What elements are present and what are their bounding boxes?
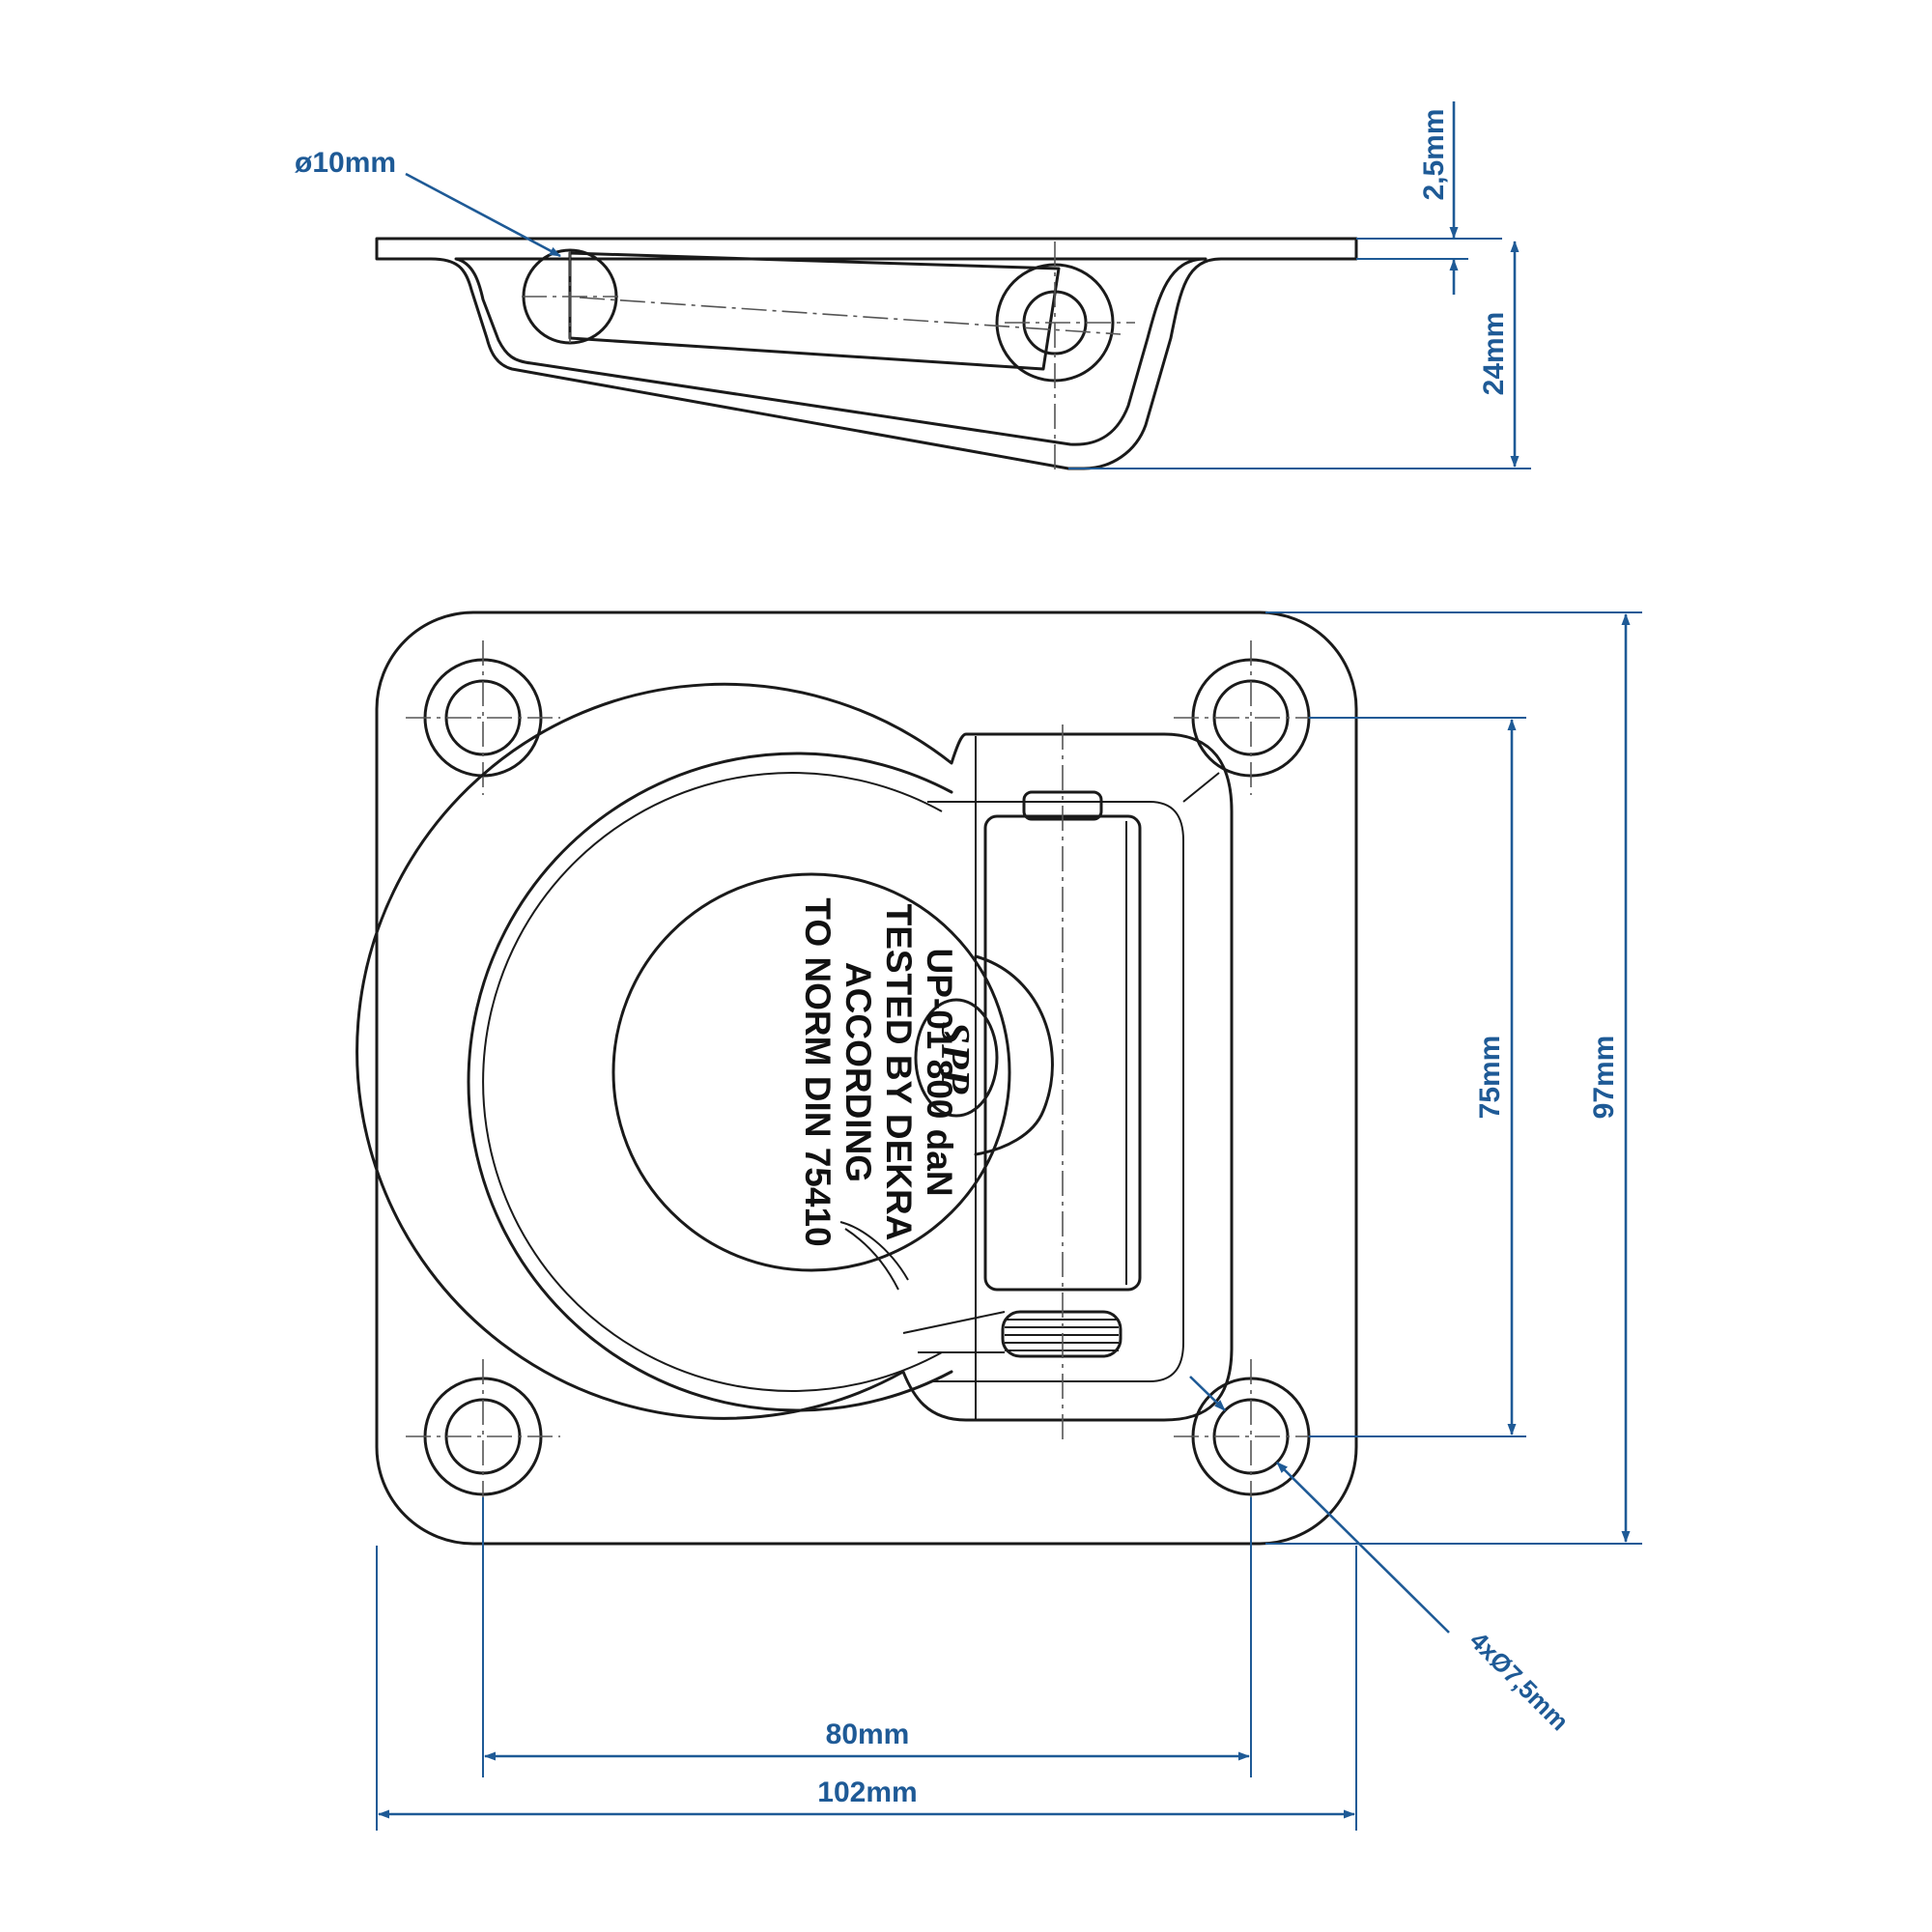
spring	[1001, 1310, 1122, 1358]
dimension-overall-width: 102mm	[376, 1546, 1357, 1831]
dimension-overall-height: 97mm	[1265, 611, 1642, 1545]
side-section-view	[375, 237, 1358, 473]
dimension-plate-thickness: 2,5mm	[1356, 101, 1502, 295]
engraving-line-2: TESTED BY DEKRA	[879, 904, 919, 1241]
mounting-hole-top-right	[1174, 640, 1328, 795]
recess-outline	[355, 682, 1234, 1422]
engraving-line-1: UP-01 800 daN	[920, 948, 959, 1196]
dimension-hole-spacing-horizontal: 80mm	[482, 1497, 1252, 1777]
engraved-disc	[611, 872, 1011, 1272]
label-plate-thickness: 2,5mm	[1418, 108, 1450, 200]
spp-logo: SPP	[914, 998, 999, 1118]
label-depth: 24mm	[1478, 312, 1510, 396]
logo-text: SPP	[932, 1022, 977, 1094]
engraving-text: UP-01 800 daN TESTED BY DEKRA ACCORDING …	[798, 897, 959, 1246]
dimension-rod-diameter: ø10mm	[295, 147, 561, 258]
ring-inner	[482, 772, 943, 1392]
label-overall-width: 102mm	[817, 1776, 917, 1808]
dimension-hole-spacing-vertical: 75mm	[1309, 717, 1526, 1437]
dimension-depth: 24mm	[1068, 241, 1531, 469]
mounting-hole-bottom-left	[406, 1359, 560, 1514]
engraving-line-4: TO NORM DIN 75410	[798, 897, 838, 1246]
mounting-hole-top-left	[406, 640, 560, 795]
label-rod-diameter: ø10mm	[295, 147, 396, 179]
recess-inner	[927, 801, 1184, 1382]
label-overall-height: 97mm	[1588, 1036, 1620, 1120]
label-hole-spacing-horizontal: 80mm	[826, 1719, 910, 1750]
label-hole-spacing-vertical: 75mm	[1474, 1036, 1506, 1120]
engraving-line-3: ACCORDING	[838, 962, 878, 1182]
ring-bulge	[974, 954, 1054, 1156]
base-plate	[375, 611, 1358, 1546]
ring-rod	[568, 251, 1061, 371]
top-view: SPP UP-01 800 daN TESTED BY DEKRA ACCORD…	[355, 611, 1358, 1546]
housing-section	[375, 237, 1358, 470]
ring-outer	[467, 752, 953, 1412]
label-holes: 4xØ7,5mm	[1464, 1626, 1575, 1736]
dimension-holes: 4xØ7,5mm	[1189, 1376, 1575, 1736]
